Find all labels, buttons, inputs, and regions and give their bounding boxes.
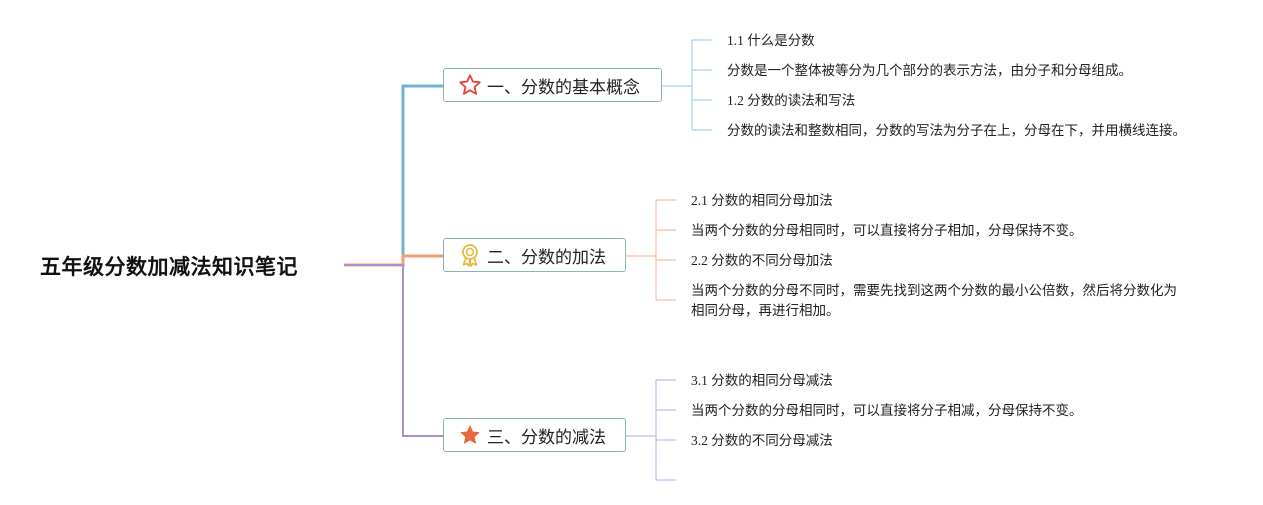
leaf-text[interactable]: 分数的读法和整数相同，分数的写法为分子在上，分母在下，并用横线连接。 xyxy=(727,123,1186,138)
leaf-text[interactable]: 当两个分数的分母相同时，可以直接将分子相加，分母保持不变。 xyxy=(691,223,1083,238)
branch-title: 一、分数的基本概念 xyxy=(487,77,640,98)
leaf-text[interactable]: 当两个分数的分母相同时，可以直接将分子相减，分母保持不变。 xyxy=(691,403,1083,418)
branch-title: 二、分数的加法 xyxy=(487,247,606,268)
star-filled-icon xyxy=(457,422,483,448)
leaf-subheading[interactable]: 1.1 什么是分数 xyxy=(727,33,815,48)
leaf-subheading[interactable]: 3.1 分数的相同分母减法 xyxy=(691,373,833,388)
branch-topic-addition[interactable]: 二、分数的加法 xyxy=(443,238,626,272)
root-topic[interactable]: 五年级分数加减法知识笔记 xyxy=(40,255,298,279)
leaf-text[interactable]: 当两个分数的分母不同时，需要先找到这两个分数的最小公倍数，然后将分数化为相同分母… xyxy=(691,283,1177,318)
leaf-subheading[interactable]: 1.2 分数的读法和写法 xyxy=(727,93,856,108)
leaf-subheading[interactable]: 3.2 分数的不同分母减法 xyxy=(691,433,833,448)
star-outline-icon xyxy=(457,72,483,98)
leaf-connectors-branch-3 xyxy=(626,379,676,481)
leaf-subheading[interactable]: 2.2 分数的不同分母加法 xyxy=(691,253,833,268)
branch-topic-basic-concepts[interactable]: 一、分数的基本概念 xyxy=(443,68,662,102)
connector-branch-2 xyxy=(344,254,443,267)
leaf-text[interactable]: 分数是一个整体被等分为几个部分的表示方法，由分子和分母组成。 xyxy=(727,63,1132,78)
leaf-connectors-branch-2 xyxy=(626,199,676,301)
leaf-connectors-branch-1 xyxy=(662,39,712,131)
branch-title: 三、分数的减法 xyxy=(487,427,606,448)
leaf-subheading[interactable]: 2.1 分数的相同分母加法 xyxy=(691,193,833,208)
connector-branch-1 xyxy=(344,84,443,267)
connector-branch-3 xyxy=(344,264,443,437)
award-ribbon-icon xyxy=(457,242,483,268)
branch-topic-subtraction[interactable]: 三、分数的减法 xyxy=(443,418,626,452)
